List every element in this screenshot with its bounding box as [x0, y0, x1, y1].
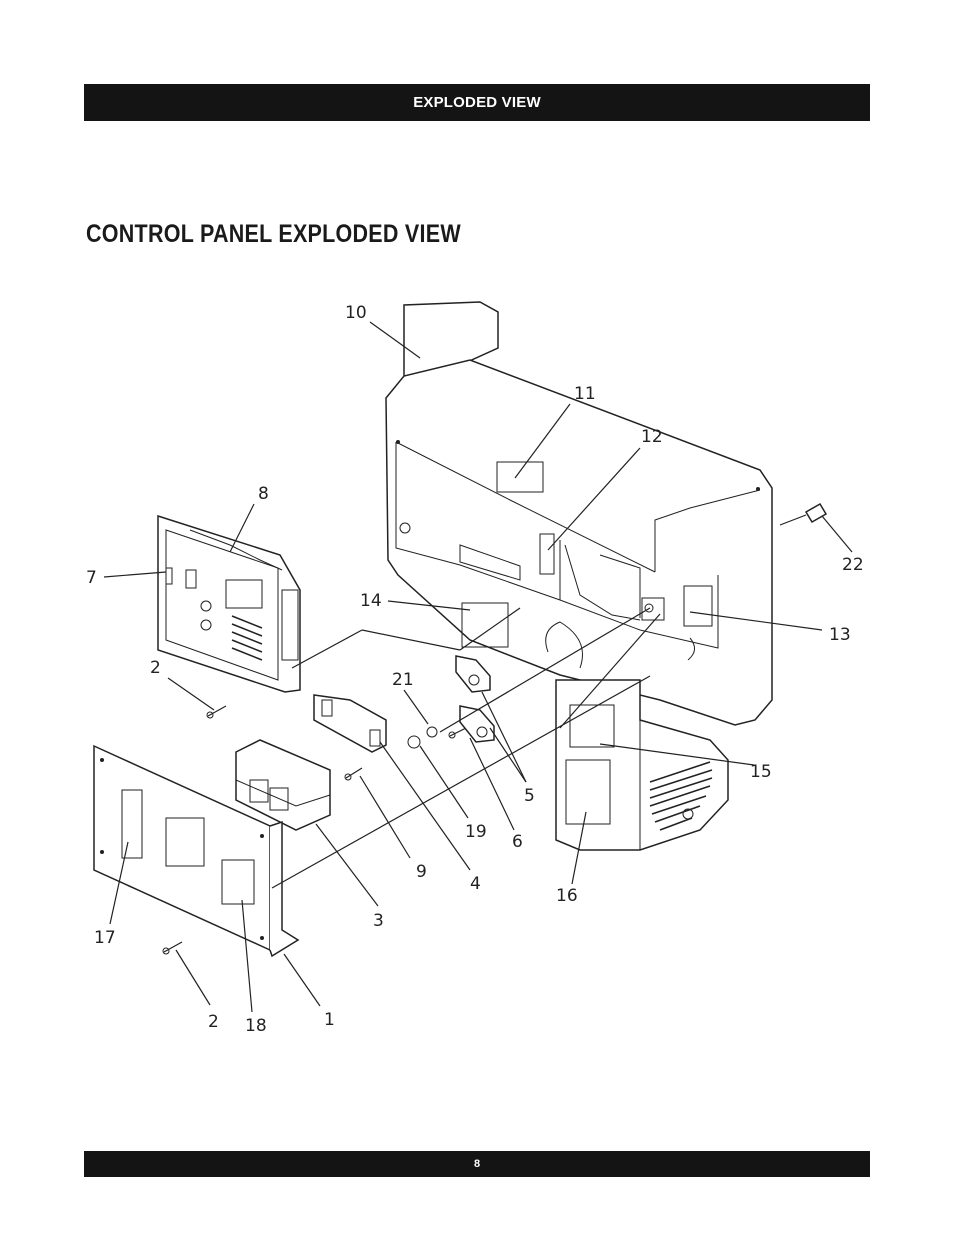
lower-shroud — [555, 679, 729, 851]
control-panel-housing — [385, 301, 773, 726]
callout-11: 11 — [574, 384, 596, 404]
callout-7: 7 — [86, 568, 97, 588]
callout-3: 3 — [373, 911, 384, 931]
page-title: CONTROL PANEL EXPLODED VIEW — [86, 220, 461, 248]
callout-5: 5 — [524, 786, 535, 806]
callout-1: 1 — [324, 1010, 335, 1030]
callout-2b: 2 — [208, 1012, 219, 1032]
callout-18: 18 — [245, 1016, 267, 1036]
front-plate — [93, 744, 300, 958]
callout-12: 12 — [641, 427, 663, 447]
callout-14: 14 — [360, 591, 382, 611]
section-title: EXPLODED VIEW — [413, 94, 541, 111]
circuit-breaker — [235, 739, 331, 831]
leader-lines — [103, 321, 853, 1013]
callout-19: 19 — [465, 822, 487, 842]
callout-10: 10 — [345, 303, 367, 323]
callout-13: 13 — [829, 625, 851, 645]
section-header-bar: EXPLODED VIEW — [84, 84, 870, 121]
page-number: 8 — [473, 1158, 481, 1170]
callout-17: 17 — [94, 928, 116, 948]
control-panel-assembly — [157, 514, 301, 693]
callout-15: 15 — [750, 762, 772, 782]
footer-bar: 8 — [84, 1151, 870, 1177]
callout-16: 16 — [556, 886, 578, 906]
callout-6: 6 — [512, 832, 523, 852]
callout-9: 9 — [416, 862, 427, 882]
callout-8: 8 — [258, 484, 269, 504]
callout-21: 21 — [392, 670, 414, 690]
callout-labels: 10 11 12 8 22 7 14 13 2 21 15 5 19 6 9 4… — [86, 303, 864, 1036]
callout-22: 22 — [842, 555, 864, 575]
callout-2a: 2 — [150, 658, 161, 678]
receptacle-bracket — [313, 694, 387, 753]
callout-4: 4 — [470, 874, 481, 894]
